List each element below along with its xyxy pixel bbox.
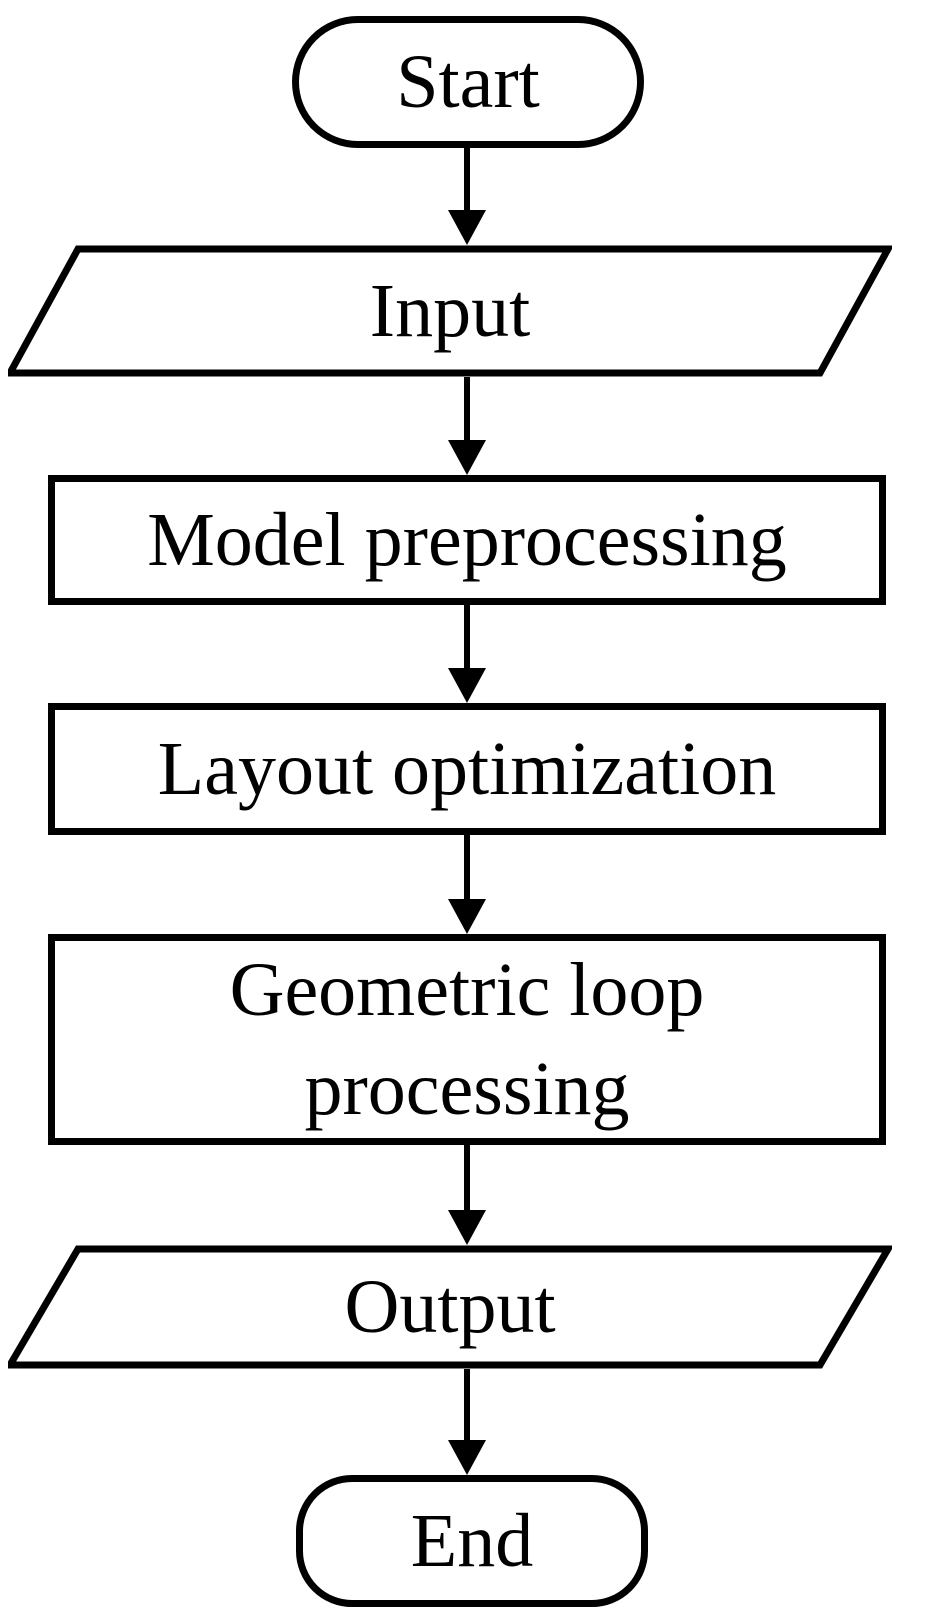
model-preprocessing-node: Model preprocessing [48, 475, 886, 605]
arrow-model-preprocessing-to-layout-optimization [448, 605, 486, 703]
input-node-label: Input [369, 268, 531, 353]
end-node: End [296, 1475, 648, 1607]
arrow-output-to-end [448, 1369, 486, 1475]
input-node: Input [8, 245, 892, 377]
arrow-start-to-input [448, 148, 486, 245]
output-node: Output [8, 1245, 892, 1369]
end-node-label: End [410, 1498, 534, 1583]
arrow-layout-optimization-to-geometric-loop-processing [448, 835, 486, 934]
start-node: Start [292, 16, 644, 148]
input-parallelogram-shape [8, 245, 892, 377]
geometric-loop-processing-label: Geometric loop processing [229, 947, 705, 1131]
start-node-label: Start [396, 39, 540, 124]
output-node-label: Output [344, 1264, 556, 1349]
layout-optimization-label: Layout optimization [157, 726, 777, 811]
model-preprocessing-label: Model preprocessing [147, 497, 787, 582]
geometric-loop-processing-node: Geometric loop processing [48, 934, 886, 1145]
arrow-input-to-model-preprocessing [448, 377, 486, 475]
output-parallelogram-shape [8, 1245, 892, 1369]
layout-optimization-node: Layout optimization [48, 703, 886, 835]
arrow-geometric-loop-processing-to-output [448, 1145, 486, 1245]
